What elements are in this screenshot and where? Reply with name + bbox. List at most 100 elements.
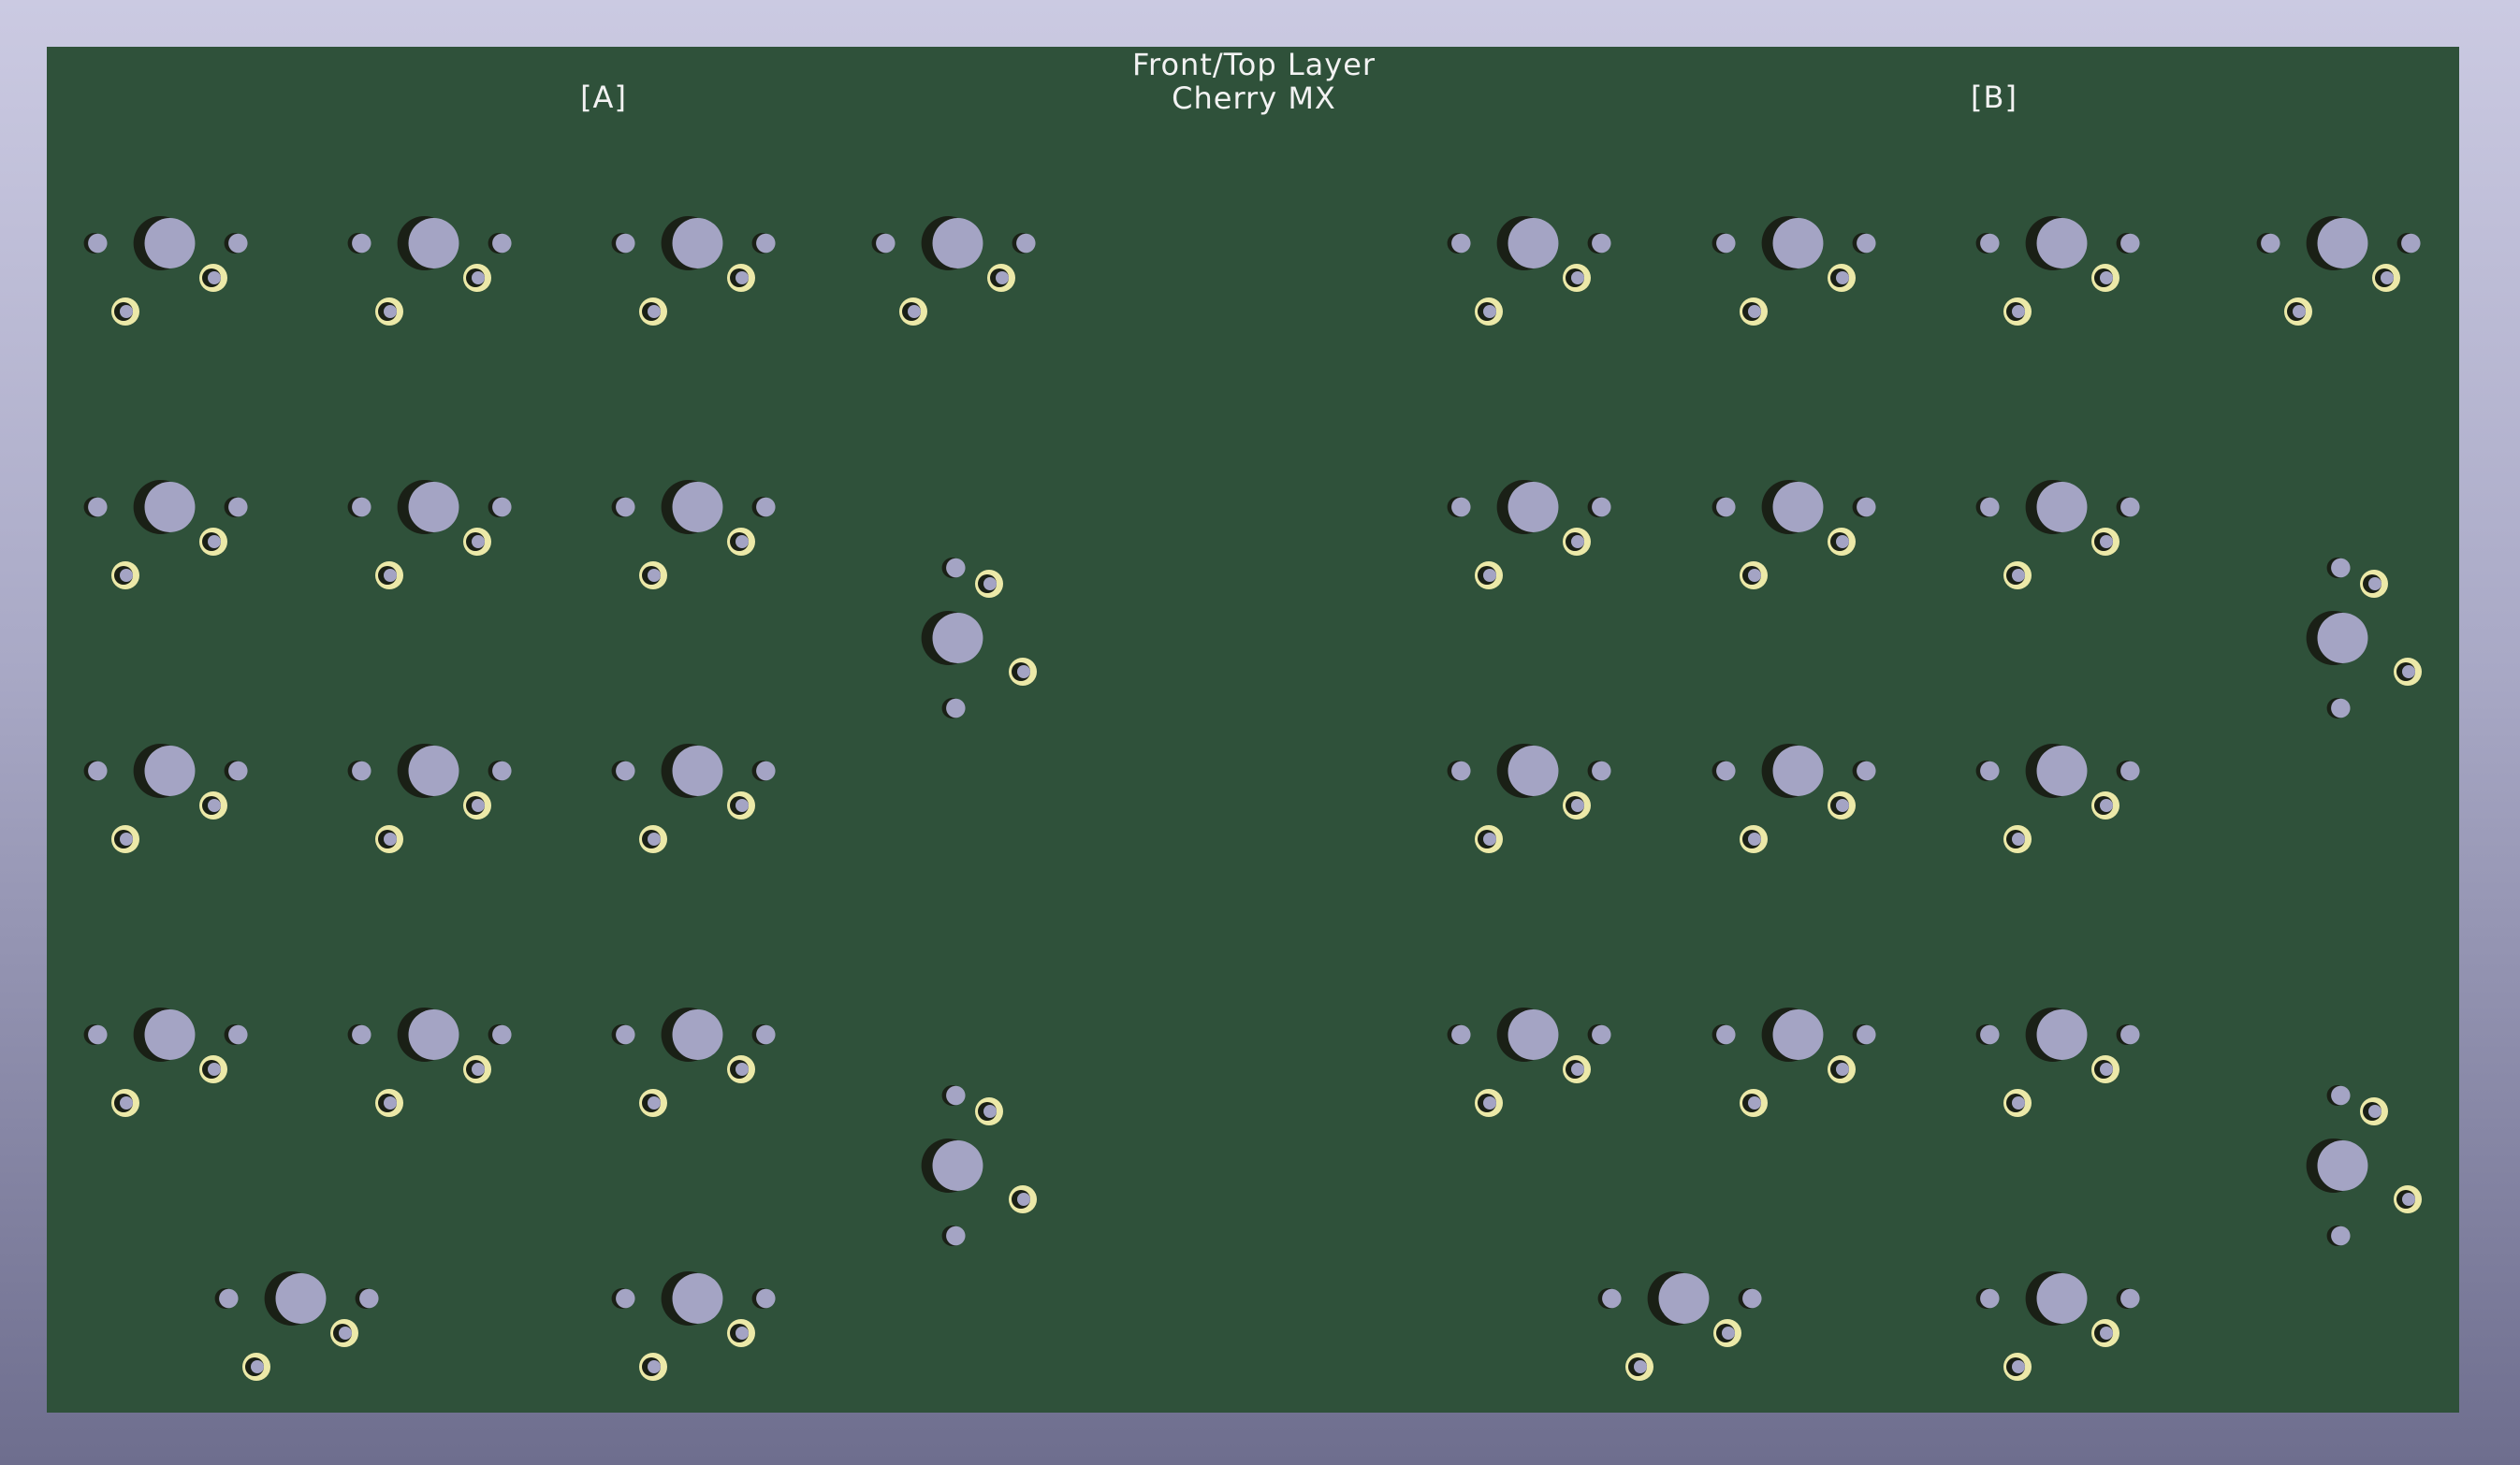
right-peg-hole (1857, 233, 1876, 254)
right-peg-hole (492, 497, 512, 517)
switch-footprint (1712, 216, 1876, 326)
center-hole (932, 218, 983, 268)
right-peg-hole (492, 761, 512, 781)
switch-footprint (1975, 480, 2140, 589)
center-hole (408, 482, 459, 532)
pin-pad-2-hole (120, 1096, 133, 1110)
center-hole (1772, 218, 1824, 268)
pin-pad-1-hole (983, 577, 997, 590)
left-peg-hole (1716, 761, 1736, 781)
pin-pad-2-hole (1483, 833, 1496, 846)
pin-pad-1-hole (208, 535, 221, 548)
left-peg-hole (876, 233, 896, 254)
pin-pad-1-hole (1836, 535, 1849, 548)
pin-pad-1-hole (1571, 271, 1584, 284)
center-hole (2036, 1273, 2088, 1324)
pin-pad-1-hole (2368, 577, 2382, 590)
right-peg-hole (1592, 497, 1611, 517)
right-peg-hole (2120, 497, 2140, 517)
pin-pad-2-hole (1017, 1193, 1030, 1206)
pin-pad-2-hole (1483, 1096, 1496, 1110)
pin-pad-1-hole (2381, 271, 2394, 284)
pin-pad-2-hole (251, 1360, 264, 1373)
left-peg-hole (1451, 761, 1471, 781)
pin-pad-1-hole (736, 799, 749, 812)
center-hole (2036, 746, 2088, 796)
pin-pad-1-hole (2100, 799, 2113, 812)
right-peg-hole (2120, 1024, 2140, 1045)
top-peg-hole (2331, 558, 2351, 578)
center-hole (1508, 482, 1559, 532)
switch-footprint (347, 1008, 512, 1117)
left-peg-hole (352, 233, 371, 254)
left-peg-hole (88, 497, 108, 517)
left-peg-hole (2261, 233, 2280, 254)
left-peg-hole (88, 761, 108, 781)
top-peg-hole (946, 558, 966, 578)
left-peg-hole (1980, 233, 2000, 254)
center-hole (408, 218, 459, 268)
switch-footprint (214, 1271, 379, 1381)
center-hole (1508, 1009, 1559, 1060)
pin-pad-2-hole (384, 569, 397, 582)
switch-footprint (611, 1008, 776, 1117)
pin-pad-1-hole (1722, 1327, 1735, 1340)
pin-pad-1-hole (736, 1327, 749, 1340)
left-peg-hole (1716, 1024, 1736, 1045)
pin-pad-1-hole (2100, 1063, 2113, 1076)
left-peg-hole (1716, 233, 1736, 254)
pin-pad-2-hole (908, 305, 921, 318)
center-hole (1658, 1273, 1710, 1324)
pin-pad-1-hole (339, 1327, 352, 1340)
half-b-label: [B] (1971, 80, 2017, 115)
switch-footprint (871, 216, 1036, 326)
pin-pad-1-hole (1571, 535, 1584, 548)
pin-pad-2-hole (2402, 665, 2415, 678)
switch-footprint (347, 480, 512, 589)
left-peg-hole (616, 497, 635, 517)
bottom-peg-hole (2331, 698, 2351, 718)
rotated-switch-footprint (921, 558, 1037, 718)
top-peg-hole (2331, 1085, 2351, 1106)
switch-footprint (1712, 1008, 1876, 1117)
center-hole (1508, 746, 1559, 796)
left-peg-hole (88, 1024, 108, 1045)
right-peg-hole (756, 761, 776, 781)
pin-pad-2-hole (120, 305, 133, 318)
pin-pad-2-hole (2293, 305, 2306, 318)
pin-pad-1-hole (1836, 271, 1849, 284)
pin-pad-2-hole (1634, 1360, 1647, 1373)
pin-pad-1-hole (472, 799, 485, 812)
switch-footprint (83, 744, 248, 853)
pin-pad-1-hole (1571, 799, 1584, 812)
right-peg-hole (1857, 497, 1876, 517)
pin-pad-2-hole (384, 1096, 397, 1110)
pin-pad-1-hole (208, 1063, 221, 1076)
center-hole (1508, 218, 1559, 268)
center-hole (2317, 613, 2368, 663)
switch-footprint (611, 1271, 776, 1381)
right-peg-hole (359, 1288, 379, 1309)
switch-type-label: Cherry MX (1172, 80, 1336, 116)
pin-pad-1-hole (736, 535, 749, 548)
left-peg-hole (616, 761, 635, 781)
left-peg-hole (352, 497, 371, 517)
pin-pad-2-hole (120, 569, 133, 582)
center-hole (144, 218, 196, 268)
switch-footprint (611, 216, 776, 326)
left-peg-hole (88, 233, 108, 254)
center-hole (932, 1140, 983, 1191)
right-peg-hole (2401, 233, 2421, 254)
switch-footprint (83, 480, 248, 589)
pin-pad-2-hole (2012, 1360, 2025, 1373)
pin-pad-1-hole (472, 535, 485, 548)
pin-pad-1-hole (472, 271, 485, 284)
pin-pad-2-hole (2012, 1096, 2025, 1110)
center-hole (408, 1009, 459, 1060)
right-peg-hole (1592, 233, 1611, 254)
switch-footprint (1447, 480, 1611, 589)
top-peg-hole (946, 1085, 966, 1106)
center-hole (144, 746, 196, 796)
pin-pad-2-hole (648, 1096, 661, 1110)
